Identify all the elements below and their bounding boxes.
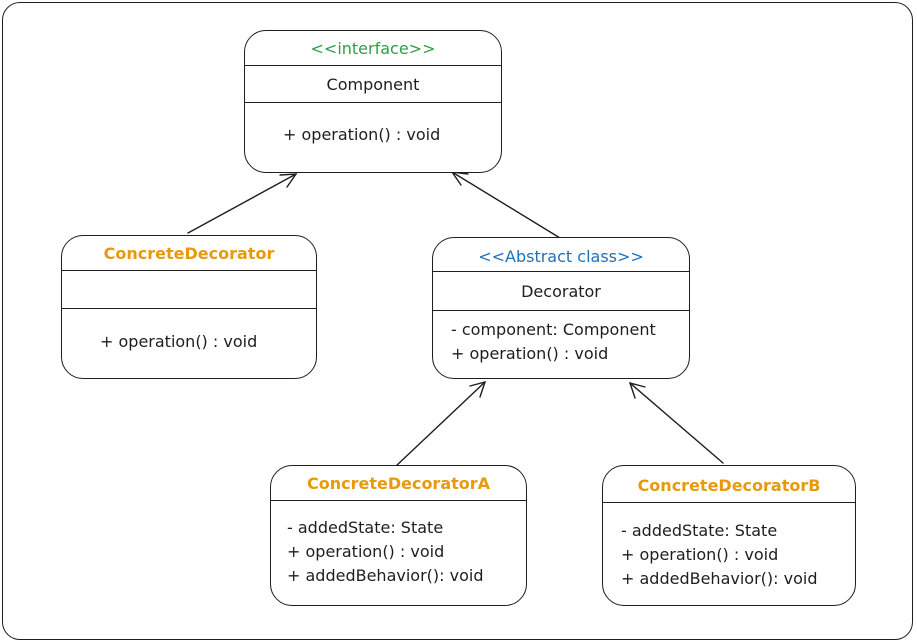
member-item: + addedBehavior(): void [621, 569, 818, 588]
concretedecorator-class-box: ConcreteDecorator + operation() : void [61, 235, 317, 379]
member-item: + operation() : void [621, 545, 779, 564]
concretedecoratora-members: - addedState: State + operation() : void… [287, 516, 526, 588]
concretedecorator-name: ConcreteDecorator [103, 244, 275, 263]
divider [245, 65, 501, 66]
concretedecoratora-class-box: ConcreteDecoratorA - addedState: State +… [270, 465, 527, 606]
concretedecorator-methods: + operation() : void [100, 330, 316, 354]
concretedecoratorb-name: ConcreteDecoratorB [637, 476, 821, 495]
decorator-members: - component: Component + operation() : v… [451, 318, 689, 366]
component-methods: + operation() : void [283, 123, 501, 147]
divider [62, 308, 316, 309]
concretedecoratorb-members: - addedState: State + operation() : void… [621, 519, 855, 591]
member-item: + operation() : void [287, 542, 445, 561]
divider [245, 102, 501, 103]
divider [271, 500, 526, 501]
component-class-box: <<interface>> Component + operation() : … [244, 30, 502, 173]
divider [603, 502, 855, 503]
member-item: - component: Component [451, 320, 656, 339]
member-item: - addedState: State [621, 521, 778, 540]
edge-concretedecoratorb-to-decorator [628, 381, 724, 464]
component-name: Component [326, 75, 420, 94]
member-item: + addedBehavior(): void [287, 566, 484, 585]
component-stereotype: <<interface>> [310, 39, 436, 58]
divider [62, 270, 316, 271]
method-item: + operation() : void [283, 125, 441, 144]
edge-decorator-to-component [450, 171, 561, 239]
member-item: - addedState: State [287, 518, 444, 537]
member-item: + operation() : void [451, 344, 609, 363]
divider [433, 310, 689, 311]
edge-concretedecorator-to-component [187, 173, 298, 234]
method-item: + operation() : void [100, 332, 258, 351]
concretedecoratorb-class-box: ConcreteDecoratorB - addedState: State +… [602, 465, 856, 606]
concretedecoratora-name: ConcreteDecoratorA [306, 474, 491, 493]
decorator-stereotype: <<Abstract class>> [478, 247, 644, 266]
decorator-class-box: <<Abstract class>> Decorator - component… [432, 237, 690, 379]
decorator-name: Decorator [521, 282, 601, 301]
divider [433, 271, 689, 272]
edge-concretedecoratora-to-decorator [395, 380, 487, 467]
